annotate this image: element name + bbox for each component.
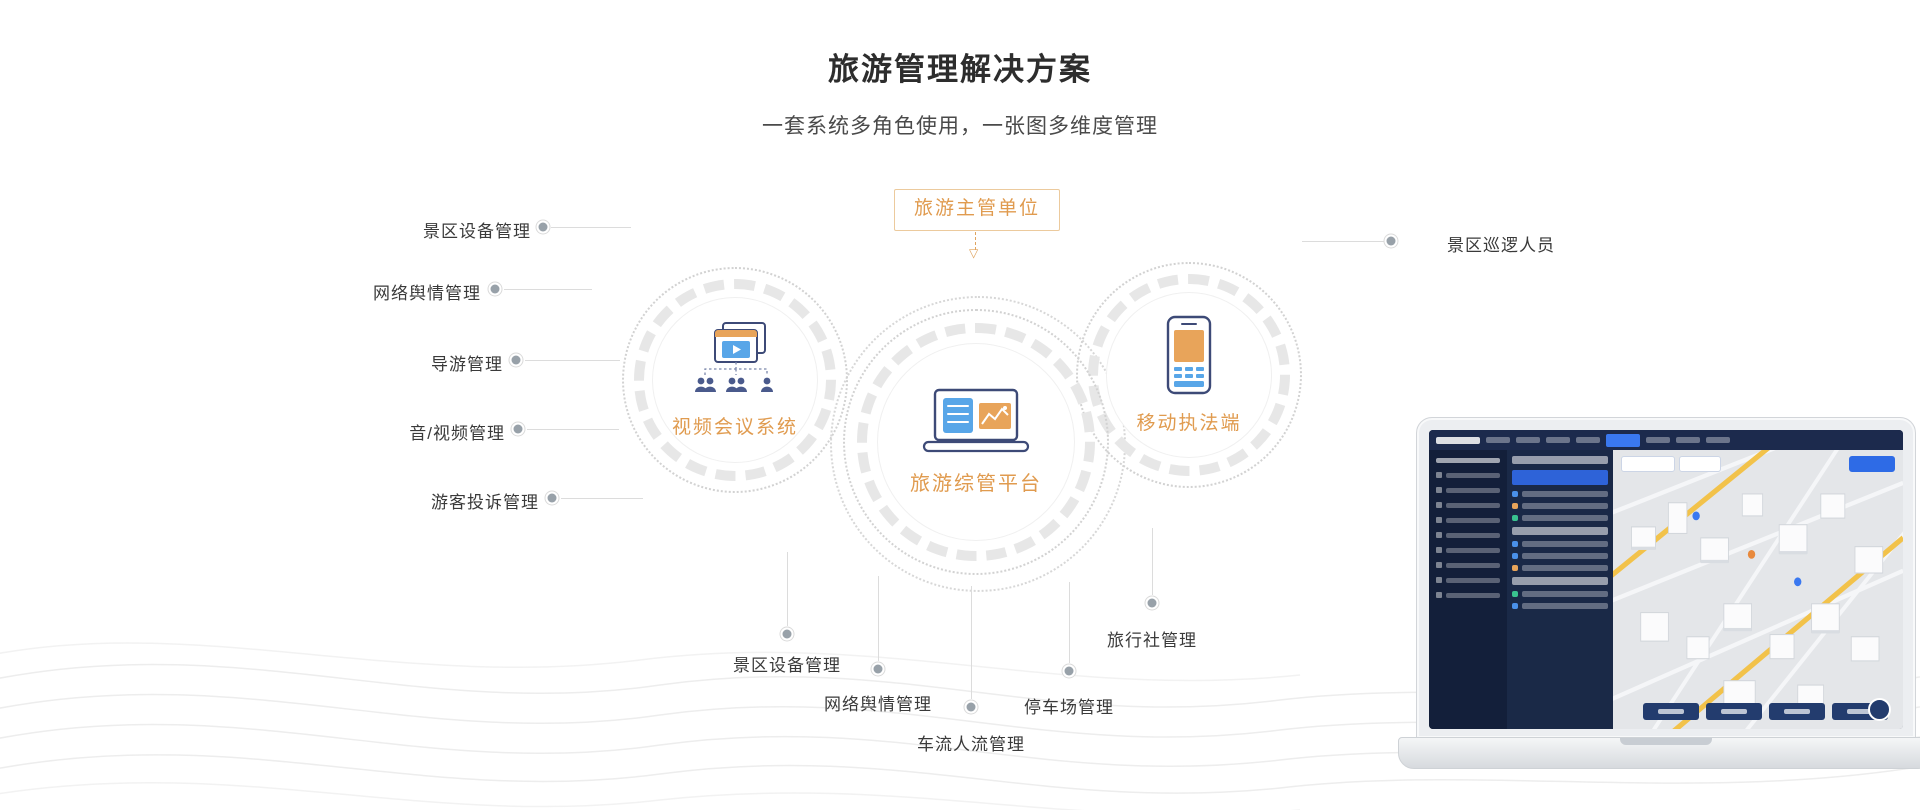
map-compass-button (1868, 698, 1891, 721)
dashboard-3d-map (1613, 450, 1903, 729)
map-tool-button (1769, 703, 1825, 720)
node-tick-ring (857, 323, 1095, 561)
connector-dot (547, 493, 557, 503)
node-tick-ring (634, 279, 836, 481)
connector-line (527, 429, 619, 430)
map-toolbar (1643, 703, 1888, 720)
authority-box: 旅游主管单位 (894, 189, 1060, 231)
label-travel-agency: 旅行社管理 (1107, 631, 1197, 650)
connector-dot (873, 664, 883, 674)
label-tourist-complaint: 游客投诉管理 (431, 493, 539, 512)
dashboard-layer-panel (1507, 450, 1613, 729)
connector-dot (1386, 236, 1396, 246)
label-audio-video: 音/视频管理 (409, 424, 505, 443)
connector-line (1069, 582, 1070, 663)
connector-dot (513, 424, 523, 434)
connector-line (561, 498, 643, 499)
map-tool-button (1706, 703, 1762, 720)
connector-dot (1147, 598, 1157, 608)
connector-line (878, 576, 879, 661)
connector-line (525, 360, 620, 361)
map-tool-button (1643, 703, 1699, 720)
dashboard-logo (1436, 436, 1480, 444)
connector-dot (538, 222, 548, 232)
node-video-conference: 视频会议系统 (622, 267, 848, 493)
connector-line (787, 552, 788, 626)
connector-dot (1064, 666, 1074, 676)
node-mobile-label: 移动执法端 (1136, 413, 1242, 434)
connector-line (1152, 528, 1153, 595)
arrow-down-icon: ▽ (969, 246, 979, 260)
dashboard-sidebar (1429, 450, 1507, 729)
label-scenic-equipment-2: 景区设备管理 (733, 656, 841, 675)
label-network-opinion: 网络舆情管理 (373, 284, 481, 303)
label-traffic-flow: 车流人流管理 (917, 735, 1025, 754)
label-scenic-equipment: 景区设备管理 (423, 222, 531, 241)
label-tour-guide: 导游管理 (431, 355, 503, 374)
label-network-opinion-2: 网络舆情管理 (824, 695, 932, 714)
connector-line (1302, 241, 1384, 242)
dashboard-topbar (1429, 430, 1903, 450)
node-dotted-ring (843, 309, 1109, 575)
node-dotted-ring (622, 267, 848, 493)
laptop-notch (1620, 738, 1712, 745)
map-view-dropdown (1679, 456, 1721, 472)
laptop-screen-bezel (1416, 417, 1916, 739)
laptop-base (1398, 737, 1920, 769)
map-action-button (1849, 456, 1895, 472)
page-subtitle: 一套系统多角色使用，一张图多维度管理 (762, 115, 1158, 138)
connector-dot (782, 629, 792, 639)
node-platform: 旅游综管平台 (843, 309, 1109, 575)
connector-dot (966, 702, 976, 712)
authority-arrow-line (975, 232, 976, 250)
node-video-label: 视频会议系统 (671, 417, 798, 438)
connector-line (504, 289, 592, 290)
smartphone-icon (1165, 315, 1213, 400)
connector-dot (511, 355, 521, 365)
dashboard-active-tab (1606, 433, 1640, 447)
label-patrol-staff: 景区巡逻人员 (1447, 236, 1555, 255)
map-layer-dropdown (1621, 456, 1675, 472)
connector-line (551, 227, 631, 228)
connector-dot (490, 284, 500, 294)
laptop-mockup (1398, 417, 1920, 769)
video-conference-icon (691, 321, 779, 404)
node-tick-ring (1088, 274, 1290, 476)
laptop-dashboard-icon (922, 388, 1030, 459)
node-platform-label: 旅游综管平台 (910, 473, 1042, 495)
label-parking: 停车场管理 (1024, 698, 1114, 717)
dashboard-screenshot (1429, 430, 1903, 729)
page-title: 旅游管理解决方案 (828, 52, 1092, 87)
connector-line (971, 586, 972, 699)
node-mobile-enforcement: 移动执法端 (1076, 262, 1302, 488)
